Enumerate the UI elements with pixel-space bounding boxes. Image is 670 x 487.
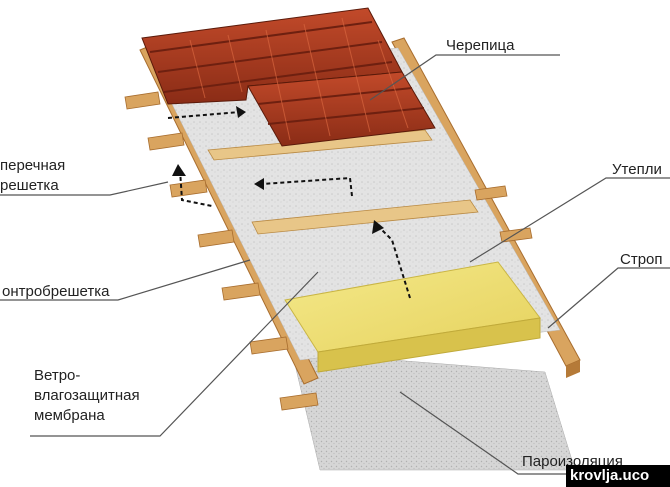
leader-tile: [369, 54, 560, 101]
tile-highlight: [265, 29, 291, 141]
label-insulation: Утепли: [612, 161, 662, 178]
label-tile: Черепица: [446, 37, 515, 54]
arrow-heads: [172, 106, 384, 234]
leader-insulation: [469, 177, 670, 263]
roof-tiles: [141, 7, 436, 147]
batten-stub-right-1: [474, 185, 508, 201]
arrow-head: [254, 178, 264, 190]
rafter-right-side: [566, 360, 580, 378]
label-rafter: Строп: [620, 251, 663, 268]
batten-stub-1: [124, 91, 161, 110]
counter-batten-2: [251, 199, 479, 235]
label-cross-batten-line1: перечная: [0, 157, 66, 174]
arrow-head: [236, 106, 246, 118]
tile-highlight: [189, 39, 206, 99]
label-membrane-line3: мембрана: [34, 407, 105, 424]
tile-highlight: [303, 23, 331, 137]
leader-counter-batten: [0, 259, 251, 301]
tile-rib: [257, 87, 413, 105]
arrow-head: [372, 220, 384, 234]
leader-cross-batten: [0, 181, 169, 196]
batten-stub-7: [279, 392, 319, 411]
leader-rafter: [547, 267, 670, 329]
label-membrane-line1: Ветро-: [34, 367, 81, 384]
batten-stub-2: [147, 132, 185, 151]
leader-membrane: [30, 271, 319, 437]
tile-highlight: [227, 34, 243, 93]
airflow-arrows: [167, 111, 411, 299]
airflow-arrow-top: [167, 111, 241, 119]
arrow-head: [172, 164, 186, 176]
tile-rib: [267, 107, 425, 125]
batten-stub-6: [249, 336, 289, 355]
batten-stub-4: [197, 229, 235, 248]
tile-rib: [149, 21, 373, 53]
tile-rib: [157, 41, 383, 73]
airflow-arrow-vertical: [377, 225, 411, 299]
label-counter-batten: онтробрешетка: [2, 283, 110, 300]
batten-stub-5: [221, 282, 261, 301]
site-watermark: krovlja.uco: [566, 465, 670, 487]
airflow-arrow-left: [179, 169, 213, 207]
counter-battens: [207, 129, 479, 235]
insulation-block: [284, 261, 541, 373]
label-membrane-line2: влагозащитная: [34, 387, 140, 404]
label-cross-batten-line2: решетка: [0, 177, 59, 194]
insulation-front: [317, 317, 541, 373]
batten-stub-3: [169, 179, 208, 198]
leader-lines: [0, 54, 670, 475]
tile-highlight: [341, 17, 371, 133]
